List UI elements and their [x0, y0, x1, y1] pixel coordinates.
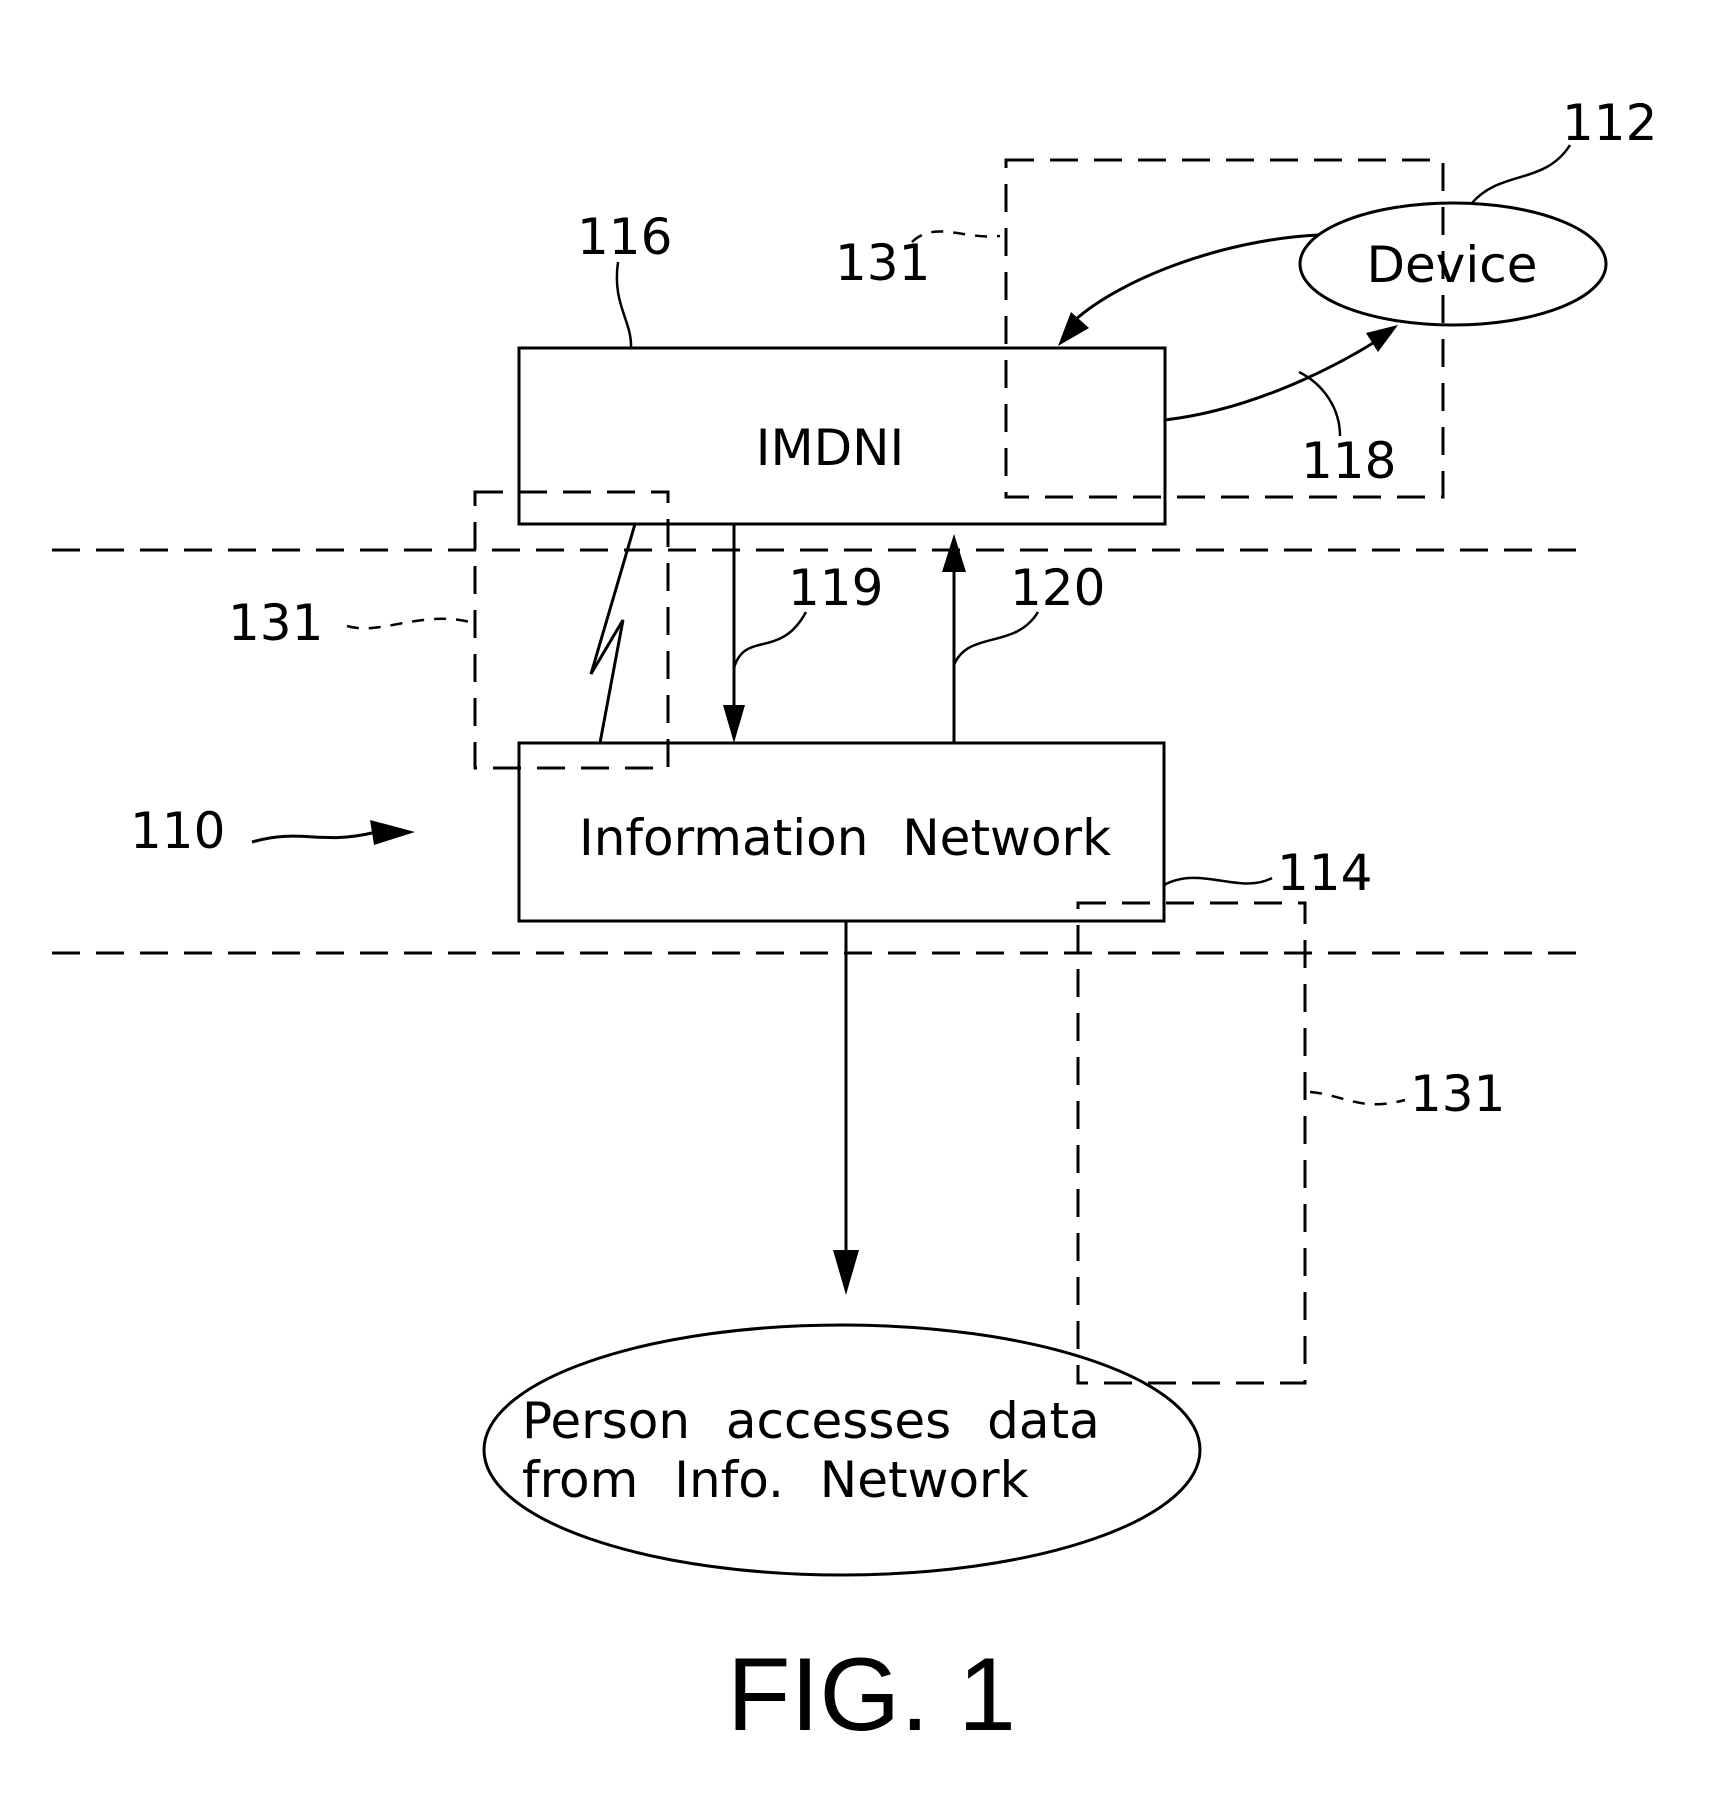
- ref-131-right: 131: [1410, 1065, 1505, 1123]
- person-label-line2: from Info. Network: [522, 1451, 1029, 1509]
- arrow-110-head: [370, 820, 415, 845]
- arrow-118-head: [1366, 325, 1398, 352]
- leader-112: [1472, 145, 1570, 203]
- imdni-label: IMDNI: [756, 419, 905, 477]
- ref-114: 114: [1277, 844, 1372, 902]
- leader-120: [954, 612, 1038, 665]
- ref-110: 110: [130, 802, 225, 860]
- arrow-device-to-imdni-head: [1058, 312, 1089, 346]
- leader-131-right: [1310, 1092, 1405, 1104]
- ref-112: 112: [1562, 94, 1657, 152]
- person-label-line1: Person accesses data: [522, 1392, 1100, 1450]
- leader-131-left: [347, 619, 470, 629]
- leader-114: [1164, 878, 1272, 885]
- ref-119: 119: [788, 559, 883, 617]
- wireless-link-symbol: [591, 524, 635, 743]
- device-label: Device: [1367, 236, 1538, 294]
- arrow-118: [1165, 340, 1378, 420]
- dashed-region-131-access: [1078, 903, 1305, 1383]
- ref-118: 118: [1301, 432, 1396, 490]
- arrow-119-head: [723, 705, 745, 743]
- ref-116: 116: [577, 208, 672, 266]
- information-network-label: Information Network: [579, 809, 1111, 867]
- ref-131-top: 131: [835, 234, 930, 292]
- ref-131-left: 131: [228, 594, 323, 652]
- ref-120: 120: [1010, 559, 1105, 617]
- arrow-device-to-imdni: [1075, 235, 1318, 320]
- leader-116: [617, 262, 631, 348]
- figure-caption: FIG. 1: [727, 1637, 1016, 1753]
- person-ellipse: [484, 1325, 1200, 1575]
- arrow-120-head: [942, 534, 966, 572]
- leader-119: [734, 612, 806, 668]
- dashed-region-131-link: [475, 492, 668, 768]
- arrow-access-head: [833, 1250, 859, 1295]
- arrow-110: [252, 833, 372, 842]
- leader-118: [1299, 372, 1340, 436]
